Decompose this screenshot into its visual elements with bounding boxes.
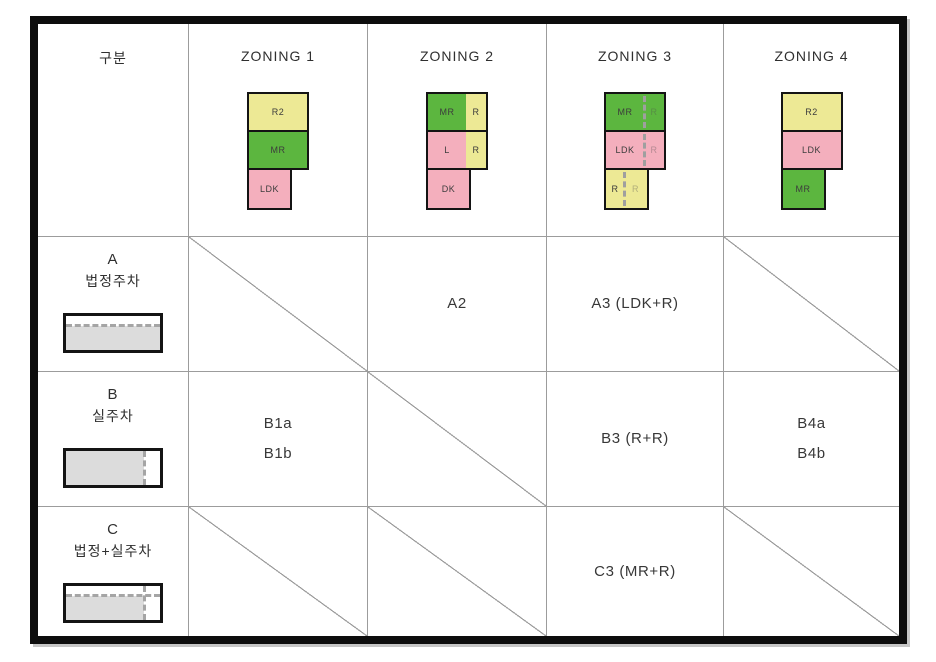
block-l: L bbox=[428, 132, 466, 168]
block-r2: R2 bbox=[780, 92, 843, 132]
block-r2: R2 bbox=[247, 92, 309, 132]
header-cell-category: 구분 bbox=[38, 24, 189, 237]
block-ldk: LDK bbox=[606, 132, 644, 168]
block-r: R bbox=[466, 94, 486, 130]
parking-diagram-c bbox=[63, 583, 163, 623]
cell-c-zoning4-empty bbox=[724, 507, 899, 636]
header-cell-zoning-1: ZONING 1 R2 MR LDK bbox=[189, 24, 368, 237]
row-name: 실주차 bbox=[92, 408, 134, 424]
zoning-4-title: ZONING 4 bbox=[774, 48, 849, 64]
row-header-a: A 법정주차 bbox=[38, 237, 189, 372]
cell-text: B3 (R+R) bbox=[601, 430, 669, 447]
cell-text: B4a bbox=[797, 415, 826, 432]
ghost-label: R bbox=[632, 184, 639, 194]
cell-b-zoning2-empty bbox=[368, 372, 547, 507]
block-r-ghost: R bbox=[644, 94, 664, 130]
parking-diagram-a bbox=[63, 313, 163, 353]
ghost-label: R bbox=[650, 107, 658, 117]
block-r-ghost: R bbox=[624, 170, 647, 208]
block-label: R bbox=[472, 107, 480, 117]
row-code: C bbox=[107, 521, 119, 538]
block-mr: MR bbox=[428, 94, 466, 130]
block-ldk-split: LDK R bbox=[604, 130, 666, 170]
header-cell-zoning-4: ZONING 4 R2 LDK MR bbox=[724, 24, 899, 237]
cell-a-zoning1-empty bbox=[189, 237, 368, 372]
dashed-split-line bbox=[643, 134, 646, 166]
header-cell-zoning-3: ZONING 3 MR R LDK R bbox=[547, 24, 724, 237]
row-code: B bbox=[107, 386, 119, 403]
block-label: R bbox=[472, 145, 480, 155]
zoning-comparison-table: 구분 ZONING 1 R2 MR LDK ZONING 2 bbox=[38, 24, 899, 636]
dashed-line-vertical bbox=[143, 586, 146, 620]
block-label: R2 bbox=[271, 107, 285, 117]
row-header-c: C 법정+실주차 bbox=[38, 507, 189, 636]
row-name: 법정주차 bbox=[85, 273, 141, 289]
block-label: MR bbox=[439, 107, 455, 117]
dashed-split-line bbox=[623, 172, 626, 206]
zoning-4-diagram: R2 LDK MR bbox=[780, 92, 843, 210]
block-mr: MR bbox=[780, 168, 826, 210]
block-mr: MR bbox=[247, 130, 309, 170]
block-r: R bbox=[466, 132, 486, 168]
cell-c-zoning2-empty bbox=[368, 507, 547, 636]
block-mr-split: MR R bbox=[604, 92, 666, 132]
cell-a-zoning2: A2 bbox=[368, 237, 547, 372]
cell-text: A2 bbox=[447, 295, 467, 312]
block-dk: DK bbox=[426, 168, 471, 210]
zoning-2-title: ZONING 2 bbox=[419, 48, 495, 64]
parking-diagram-b bbox=[63, 448, 163, 488]
block-r-ghost: R bbox=[644, 132, 664, 168]
parking-fill bbox=[66, 326, 160, 350]
header-cell-zoning-2: ZONING 2 MR R L R bbox=[368, 24, 547, 237]
block-mr: MR bbox=[606, 94, 644, 130]
block-r-split: R R bbox=[604, 168, 649, 210]
block-label: LDK bbox=[259, 184, 279, 194]
parking-fill bbox=[66, 596, 144, 620]
block-label: LDK bbox=[615, 145, 635, 155]
block-label: R bbox=[611, 184, 619, 194]
zoning-1-diagram: R2 MR LDK bbox=[247, 92, 309, 210]
dashed-line-horizontal bbox=[66, 594, 160, 597]
cell-a-zoning4-empty bbox=[724, 237, 899, 372]
block-ldk: LDK bbox=[247, 168, 292, 210]
dashed-line-vertical bbox=[143, 451, 146, 485]
cell-text: B1b bbox=[263, 445, 293, 462]
dashed-split-line bbox=[643, 96, 646, 128]
zoning-3-title: ZONING 3 bbox=[597, 48, 673, 64]
zoning-1-title: ZONING 1 bbox=[240, 48, 316, 64]
category-header-label: 구분 bbox=[99, 50, 127, 66]
cell-c-zoning1-empty bbox=[189, 507, 368, 636]
row-name: 법정+실주차 bbox=[73, 543, 153, 559]
cell-b-zoning1: B1a B1b bbox=[189, 372, 368, 507]
block-label: MR bbox=[617, 107, 633, 117]
ghost-label: R bbox=[650, 145, 658, 155]
table-frame: 구분 ZONING 1 R2 MR LDK ZONING 2 bbox=[30, 16, 907, 644]
block-ldk: LDK bbox=[780, 130, 843, 170]
cell-b-zoning3: B3 (R+R) bbox=[547, 372, 724, 507]
row-header-b: B 실주차 bbox=[38, 372, 189, 507]
block-label: LDK bbox=[801, 145, 821, 155]
cell-b-zoning4: B4a B4b bbox=[724, 372, 899, 507]
parking-fill bbox=[66, 451, 144, 485]
block-mr-r: MR R bbox=[426, 92, 488, 132]
cell-text: B4b bbox=[797, 445, 826, 462]
block-label: R2 bbox=[805, 107, 818, 117]
cell-c-zoning3: C3 (MR+R) bbox=[547, 507, 724, 636]
block-l-r: L R bbox=[426, 130, 488, 170]
cell-a-zoning3: A3 (LDK+R) bbox=[547, 237, 724, 372]
block-label: L bbox=[444, 145, 450, 155]
cell-text: A3 (LDK+R) bbox=[591, 295, 679, 312]
zoning-3-diagram: MR R LDK R bbox=[604, 92, 666, 210]
block-r: R bbox=[606, 170, 624, 208]
cell-text: B1a bbox=[263, 415, 293, 432]
block-label: MR bbox=[270, 145, 286, 155]
row-code: A bbox=[107, 251, 119, 268]
block-label: MR bbox=[795, 184, 811, 194]
cell-text: C3 (MR+R) bbox=[594, 562, 676, 580]
block-label: DK bbox=[441, 184, 456, 194]
zoning-2-diagram: MR R L R DK bbox=[426, 92, 488, 210]
dashed-line-horizontal bbox=[66, 324, 160, 327]
